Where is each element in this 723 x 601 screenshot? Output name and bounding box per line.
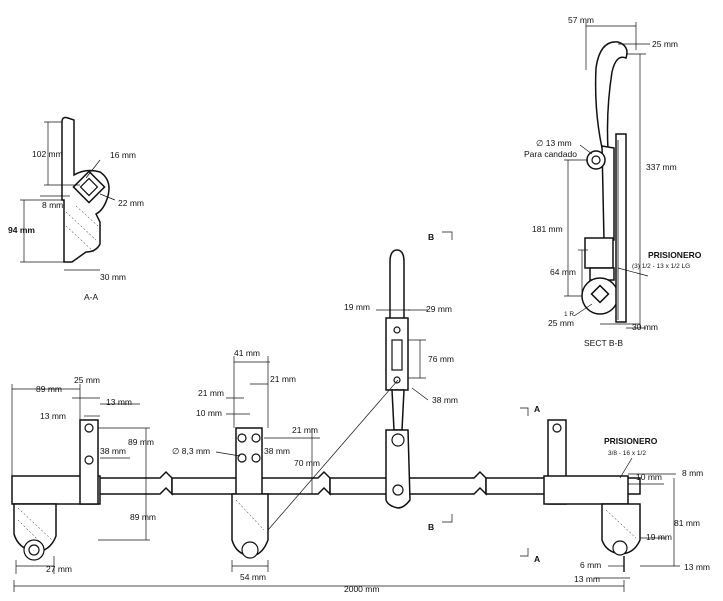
dim-81: 81 mm <box>674 518 700 528</box>
dim-13-b: 13 mm <box>40 411 66 421</box>
marker-a-top: A <box>534 404 540 414</box>
dim-2000: 2000 mm <box>344 584 379 594</box>
marker-b-top: B <box>428 232 434 242</box>
section-bb-view: 57 mm 25 mm ∅ 13 mm Para candado 337 mm … <box>524 15 702 348</box>
section-aa-view: 102 mm 16 mm 8 mm 22 mm 94 mm 30 mm A-A <box>8 116 144 302</box>
dim-16: 16 mm <box>110 150 136 160</box>
dim-102: 102 mm <box>32 149 63 159</box>
dim-25-main: 25 mm <box>74 375 100 385</box>
dim-13-c: 13 mm <box>574 574 600 584</box>
dim-8-main: 8 mm <box>682 468 703 478</box>
dim-64: 64 mm <box>550 267 576 277</box>
dim-25-top: 25 mm <box>652 39 678 49</box>
padlock-label: Para candado <box>524 149 577 159</box>
dim-10: 10 mm <box>196 408 222 418</box>
stud-title-main: PRISIONERO <box>604 436 658 446</box>
stud-spec-bb: (3) 1/2 - 13 x 1/2 LG <box>632 263 690 270</box>
main-assembly-view: B B A A 89 mm 25 mm 13 mm 13 mm 38 mm 89… <box>11 231 710 594</box>
dim-19: 19 mm <box>344 302 370 312</box>
dim-70: 70 mm <box>294 458 320 468</box>
dim-94: 94 mm <box>8 225 35 235</box>
dim-38-c: 38 mm <box>432 395 458 405</box>
marker-b-bottom: B <box>428 522 434 532</box>
dim-13-d: 13 mm <box>684 562 710 572</box>
dim-8: 8 mm <box>42 200 63 210</box>
dim-41: 41 mm <box>234 348 260 358</box>
stud-spec-main: 3/8 - 16 x 1/2 <box>608 450 646 457</box>
dim-21-c: 21 mm <box>292 425 318 435</box>
dim-38-a: 38 mm <box>100 446 126 456</box>
dim-38-b: 38 mm <box>264 446 290 456</box>
dim-30-bb: 30 mm <box>632 322 658 332</box>
dim-57: 57 mm <box>568 15 594 25</box>
dim-30: 30 mm <box>100 272 126 282</box>
dim-181: 181 mm <box>532 224 563 234</box>
dim-89-c: 89 mm <box>130 512 156 522</box>
dim-76: 76 mm <box>428 354 454 364</box>
dim-21-b: 21 mm <box>270 374 296 384</box>
dim-10-b: 10 mm <box>636 472 662 482</box>
section-bb-title: SECT B-B <box>584 338 623 348</box>
dim-13-a: 13 mm <box>106 397 132 407</box>
dim-21-a: 21 mm <box>198 388 224 398</box>
dim-29: 29 mm <box>426 304 452 314</box>
dim-89-a: 89 mm <box>36 384 62 394</box>
dim-radius: 1 R <box>564 311 574 318</box>
dim-8-3-dia: ∅ 8,3 mm <box>172 446 210 456</box>
dim-89-b: 89 mm <box>128 437 154 447</box>
dim-6: 6 mm <box>580 560 601 570</box>
dim-22: 22 mm <box>118 198 144 208</box>
stud-title-bb: PRISIONERO <box>648 250 702 260</box>
section-aa-title: A-A <box>84 292 99 302</box>
dim-25: 25 mm <box>548 318 574 328</box>
dim-13-dia: ∅ 13 mm <box>536 138 572 148</box>
dim-54: 54 mm <box>240 572 266 582</box>
dim-27: 27 mm <box>46 564 72 574</box>
dim-19-b: 19 mm <box>646 532 672 542</box>
dim-337: 337 mm <box>646 162 677 172</box>
marker-a-bottom: A <box>534 554 540 564</box>
